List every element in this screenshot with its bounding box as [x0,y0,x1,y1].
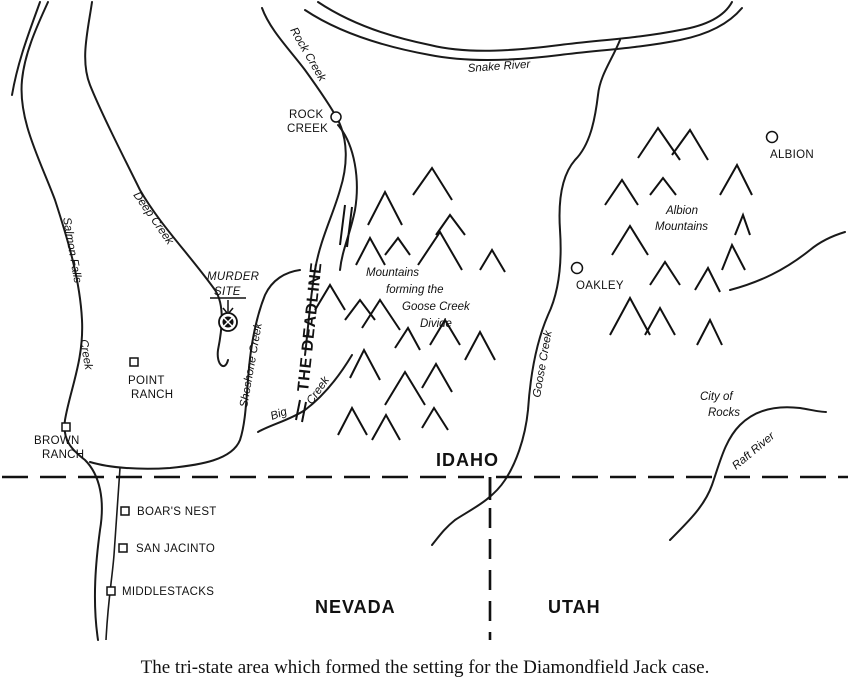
point-ranch-label-2: RANCH [131,389,173,401]
deadline-marker [295,204,353,423]
goose-creek-river [431,39,621,546]
oakley-town-marker [570,261,584,275]
rock-creek-town-marker [330,111,342,123]
road-south [105,467,121,641]
city-of-rocks-label-1: City of [700,391,734,403]
goose-divide-label-3: Goose Creek [402,301,471,313]
city-of-rocks-label-2: Rocks [708,407,740,419]
oakley-town-label: OAKLEY [576,280,624,292]
deep-creek-river [84,1,229,368]
big-label: Big [269,406,289,423]
salmon-west-branch [11,1,41,96]
goose-divide-label-4: Divide [420,318,452,330]
nevada-label: NEVADA [315,597,396,617]
albion-creek [729,231,846,291]
salmon-falls-label: Salmon Falls [60,216,83,284]
deadline-label: THE DEADLINE [295,261,326,392]
brown-ranch-label-2: RANCH [42,449,84,461]
shoshone-creek-label: Shoshone Creek [238,321,265,409]
rock-creek-river [261,7,347,356]
salmon-falls-creek-label: Creek [77,338,94,372]
brown-ranch-label-1: BROWN [34,435,80,447]
murder-site-label-1: MURDER [207,271,259,283]
deep-creek-label: Deep Creek [131,190,177,248]
point-ranch-marker [129,357,139,367]
albion-mountains [604,126,753,346]
san-jacinto-label: SAN JACINTO [136,543,215,555]
raft-river [669,406,827,541]
utah-label: UTAH [548,597,601,617]
salmon-falls-creek-river [20,1,103,641]
albion-town-marker [765,130,779,144]
middlestacks-label: MIDDLESTACKS [122,586,214,598]
raft-river-label: Raft River [730,429,778,472]
map-canvas: Snake River Rock Creek Deep Creek Salmon… [2,1,848,641]
middlestacks-marker [106,586,116,596]
snake-river [304,1,743,61]
murder-site-icon [210,297,246,332]
goose-divide-label-2: forming the [386,284,444,296]
shoshone-creek-river [89,269,301,470]
brown-ranch-marker [61,422,71,432]
rock-creek-town-label-1: ROCK [289,109,323,121]
san-jacinto-marker [118,543,128,553]
albion-town-label: ALBION [770,149,814,161]
rock-creek-branch [337,124,358,271]
albion-mountains-label-2: Mountains [655,221,708,233]
goose-divide-label-1: Mountains [366,267,419,279]
albion-mountains-label-1: Albion [665,205,698,217]
map-caption: The tri-state area which formed the sett… [140,657,710,678]
point-ranch-label-1: POINT [128,375,165,387]
goose-creek-divide-mountains [314,166,506,441]
idaho-label: IDAHO [436,450,499,470]
boars-nest-label: BOAR'S NEST [137,506,217,518]
boars-nest-marker [120,506,130,516]
snake-river-label: Snake River [467,59,531,75]
rock-creek-town-label-2: CREEK [287,123,328,135]
murder-site-label-2: SITE [214,286,241,298]
